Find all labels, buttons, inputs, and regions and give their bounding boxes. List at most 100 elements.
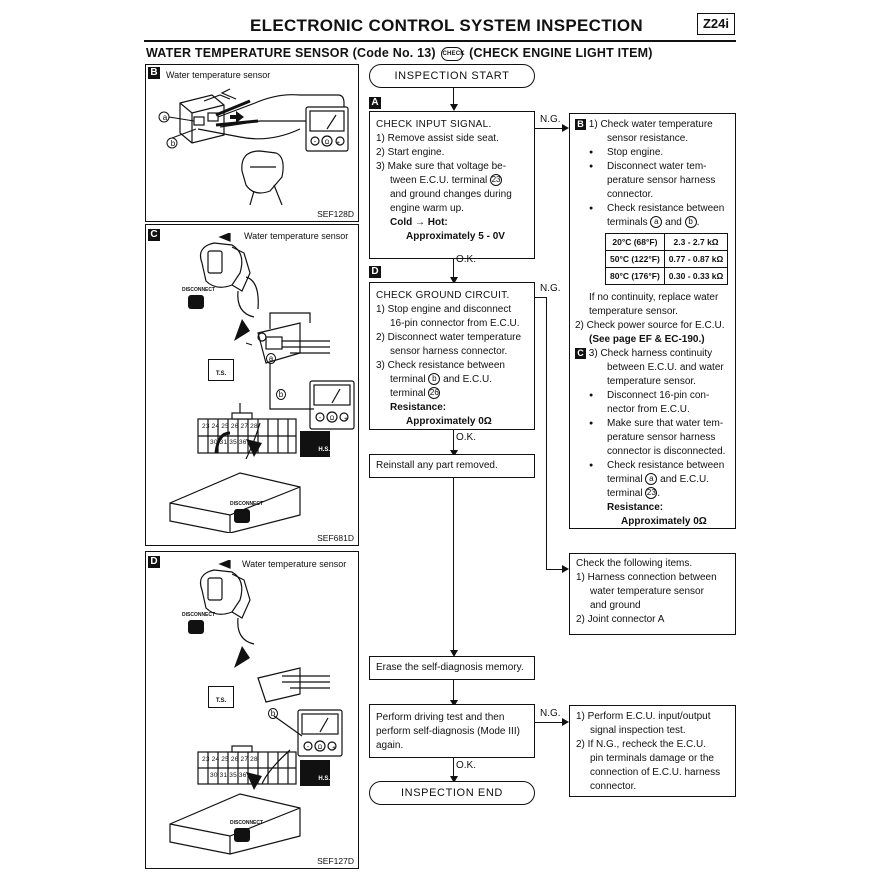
step-title: CHECK INPUT SIGNAL. [376, 119, 492, 130]
ng-arrow [562, 718, 569, 726]
flow-arrow [450, 776, 458, 783]
check-ground-circuit-box: CHECK GROUND CIRCUIT. 1) Stop engine and… [369, 282, 535, 430]
terminal-26-marker: 26 [428, 387, 441, 400]
model-badge: Z24i [697, 13, 735, 35]
disconnect-tag-2: DISCONNECT [230, 820, 264, 826]
terminal-b-marker: b [428, 373, 441, 386]
temp-cell: 20°C (68°F) [605, 233, 665, 251]
test-switch-icon: T.S. [208, 359, 234, 381]
ng-label: N.G. [540, 114, 561, 125]
step-line: 1) Stop engine and disconnect [376, 304, 512, 315]
spec-value: Approximately 0Ω [621, 516, 707, 527]
panel-d-label: D [148, 556, 160, 568]
terminal-b-callout: b [276, 389, 286, 400]
procedure-line: water temperature sensor [590, 586, 704, 597]
plug-icon [188, 295, 204, 309]
subtitle-main: WATER TEMPERATURE SENSOR (Code No. 13) [146, 46, 436, 60]
procedure-line: 2) If N.G., recheck the E.C.U. [576, 739, 707, 750]
check-items-box: Check the following items. 1) Harness co… [569, 553, 736, 635]
check-engine-icon: CHECK [441, 46, 465, 61]
connector-row-1: 23 24 25 26 27 28 [202, 756, 258, 763]
figure-code: SEF128D [317, 209, 354, 219]
condition-label: Cold → Hot: [390, 217, 448, 228]
flow-arrow [450, 700, 458, 707]
flow-connector [453, 478, 455, 652]
resistance-cell: 0.30 - 0.33 kΩ [663, 267, 729, 285]
terminal-a-callout: a [162, 113, 168, 122]
figure-b-ref: B [575, 118, 586, 130]
step-line: 3) Check resistance between [376, 360, 505, 371]
step-text: tween E.C.U. terminal [390, 175, 488, 186]
plug-icon-2 [234, 509, 250, 523]
resistance-cell: 0.77 - 0.87 kΩ [663, 250, 729, 268]
procedure-text: and [665, 217, 682, 228]
procedure-bullet: Check resistance between [575, 459, 730, 473]
procedure-line: pin terminals damage or the [590, 753, 714, 764]
step-a-label: A [369, 97, 381, 109]
sensor-multimeter-illustration: + - Ω [158, 88, 349, 205]
svg-text:Ω: Ω [325, 140, 330, 146]
flow-connector [453, 430, 455, 452]
step-line: perform self-diagnosis (Mode III) [376, 726, 520, 737]
flow-connector [453, 758, 455, 778]
procedure-line: terminal 23. [607, 487, 661, 500]
procedure-line: 1) Perform E.C.U. input/output [576, 711, 711, 722]
step-line: 1) Remove assist side seat. [376, 133, 499, 144]
svg-text:-: - [307, 744, 310, 751]
procedure-text: 3) Check harness continuity [588, 348, 713, 359]
procedure-line: 2) Joint connector A [576, 614, 665, 625]
flow-arrow [450, 650, 458, 657]
terminal-b-marker: b [684, 216, 697, 229]
resistance-table: 20°C (68°F)2.3 - 2.7 kΩ 50°C (122°F)0.77… [605, 233, 729, 285]
procedure-line: terminal a and E.C.U. [575, 473, 730, 487]
plug-icon [188, 620, 204, 634]
ng-label: N.G. [540, 708, 561, 719]
panel-c-label: C [148, 229, 160, 241]
procedure-text: 1) Check water temperature [588, 119, 713, 130]
ng-connector [535, 297, 547, 299]
procedure-line: perature sensor harness [607, 175, 716, 186]
connector-row-2: 30 31 35 36 [210, 772, 247, 779]
svg-text:+: + [336, 140, 340, 147]
step-title: CHECK GROUND CIRCUIT. [376, 290, 510, 301]
temp-cell: 80°C (176°F) [605, 267, 665, 285]
ground-check-illustration: + - Ω [169, 560, 343, 855]
procedure-line: sensor resistance. [607, 133, 689, 144]
spec-value: Approximately 0Ω [406, 416, 492, 427]
figure-code: SEF681D [317, 533, 354, 543]
subtitle-note: (CHECK ENGINE LIGHT ITEM) [469, 46, 653, 60]
procedure-line: signal inspection test. [590, 725, 686, 736]
procedure-line: C 3) Check harness continuity [575, 347, 730, 361]
ok-label: O.K. [456, 432, 477, 443]
step-line: 16-pin connector from E.C.U. [390, 318, 520, 329]
inspection-end: INSPECTION END [369, 781, 535, 805]
figure-c-ref: C [575, 347, 586, 359]
table-row: 20°C (68°F)2.3 - 2.7 kΩ [605, 233, 729, 251]
spec-value: Approximately 5 - 0V [406, 231, 505, 242]
step-line: Reinstall any part removed. [376, 460, 498, 471]
resistance-cell: 2.3 - 2.7 kΩ [663, 233, 729, 251]
figure-panel-b: B Water temperature sensor + [145, 64, 359, 222]
step-line: sensor harness connector. [390, 346, 508, 357]
circuit-check-illustration: + - Ω [169, 233, 355, 533]
disconnect-tag: DISCONNECT [182, 612, 216, 618]
terminal-a-callout: a [266, 353, 276, 364]
ng-connector [546, 569, 563, 571]
procedure-line: 2) Check power source for E.C.U. [575, 320, 725, 331]
terminal-a-marker: a [650, 216, 663, 229]
step-line: 2) Disconnect water temperature [376, 332, 522, 343]
svg-text:+: + [332, 745, 336, 752]
connector-row-2: 30 31 35 36 [210, 439, 247, 446]
terminal-23-marker: 23 [645, 487, 658, 500]
ok-label: O.K. [456, 760, 477, 771]
erase-memory-box: Erase the self-diagnosis memory. [369, 656, 535, 680]
figure-code: SEF127D [317, 856, 354, 866]
panel-d-caption: Water temperature sensor [242, 559, 347, 569]
svg-text:Ω: Ω [330, 416, 335, 422]
svg-text:Ω: Ω [318, 745, 323, 751]
ng-connector [546, 297, 548, 569]
procedure-bullet: Disconnect 16-pin con- [575, 389, 730, 403]
procedure-text: terminals [607, 217, 648, 228]
temp-cell: 50°C (122°F) [605, 250, 665, 268]
svg-text:+: + [344, 416, 348, 423]
